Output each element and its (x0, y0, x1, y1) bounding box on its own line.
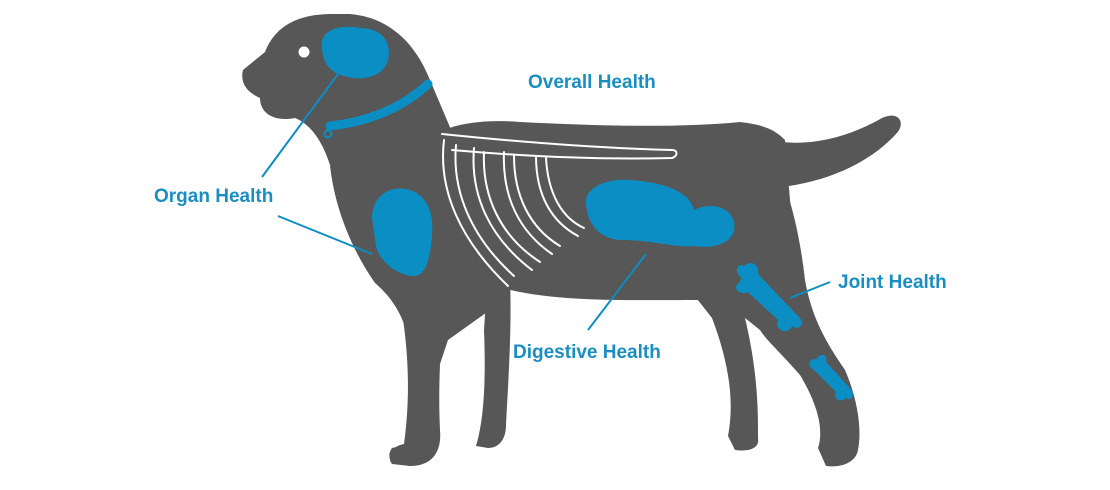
dog-eye (298, 46, 310, 58)
label-digestive-health: Digestive Health (513, 342, 661, 363)
rib-3 (502, 151, 553, 255)
rib-2 (472, 147, 533, 271)
leader-organ-to-chest (277, 215, 373, 255)
collar-tag (323, 129, 333, 139)
leader-digestive (587, 253, 647, 331)
rib-cage (441, 133, 678, 287)
rib-1 (442, 139, 509, 287)
dog-front-leg-back (476, 268, 511, 448)
dog-collar (325, 79, 433, 131)
spine (441, 133, 678, 160)
organ-zone (372, 188, 433, 277)
leader-organ-to-brain (261, 73, 339, 178)
dog-front-leg-near (389, 290, 446, 466)
label-joint-health: Joint Health (838, 272, 947, 293)
rib-4 (535, 155, 579, 237)
digestive-zone (585, 179, 735, 247)
bone-upper (735, 263, 802, 332)
brain-zone (321, 26, 389, 79)
bone-lower (809, 354, 853, 401)
rib-1-inner (454, 144, 515, 277)
rib-2-inner (482, 151, 541, 263)
rib-4-inner (545, 157, 585, 229)
leader-joint (789, 281, 831, 299)
rib-3-inner (513, 155, 561, 247)
health-zones (321, 26, 853, 401)
leader-lines (261, 73, 831, 331)
label-organ-health: Organ Health (154, 186, 274, 207)
dog-tail (745, 115, 901, 188)
label-overall-health: Overall Health (528, 72, 656, 93)
